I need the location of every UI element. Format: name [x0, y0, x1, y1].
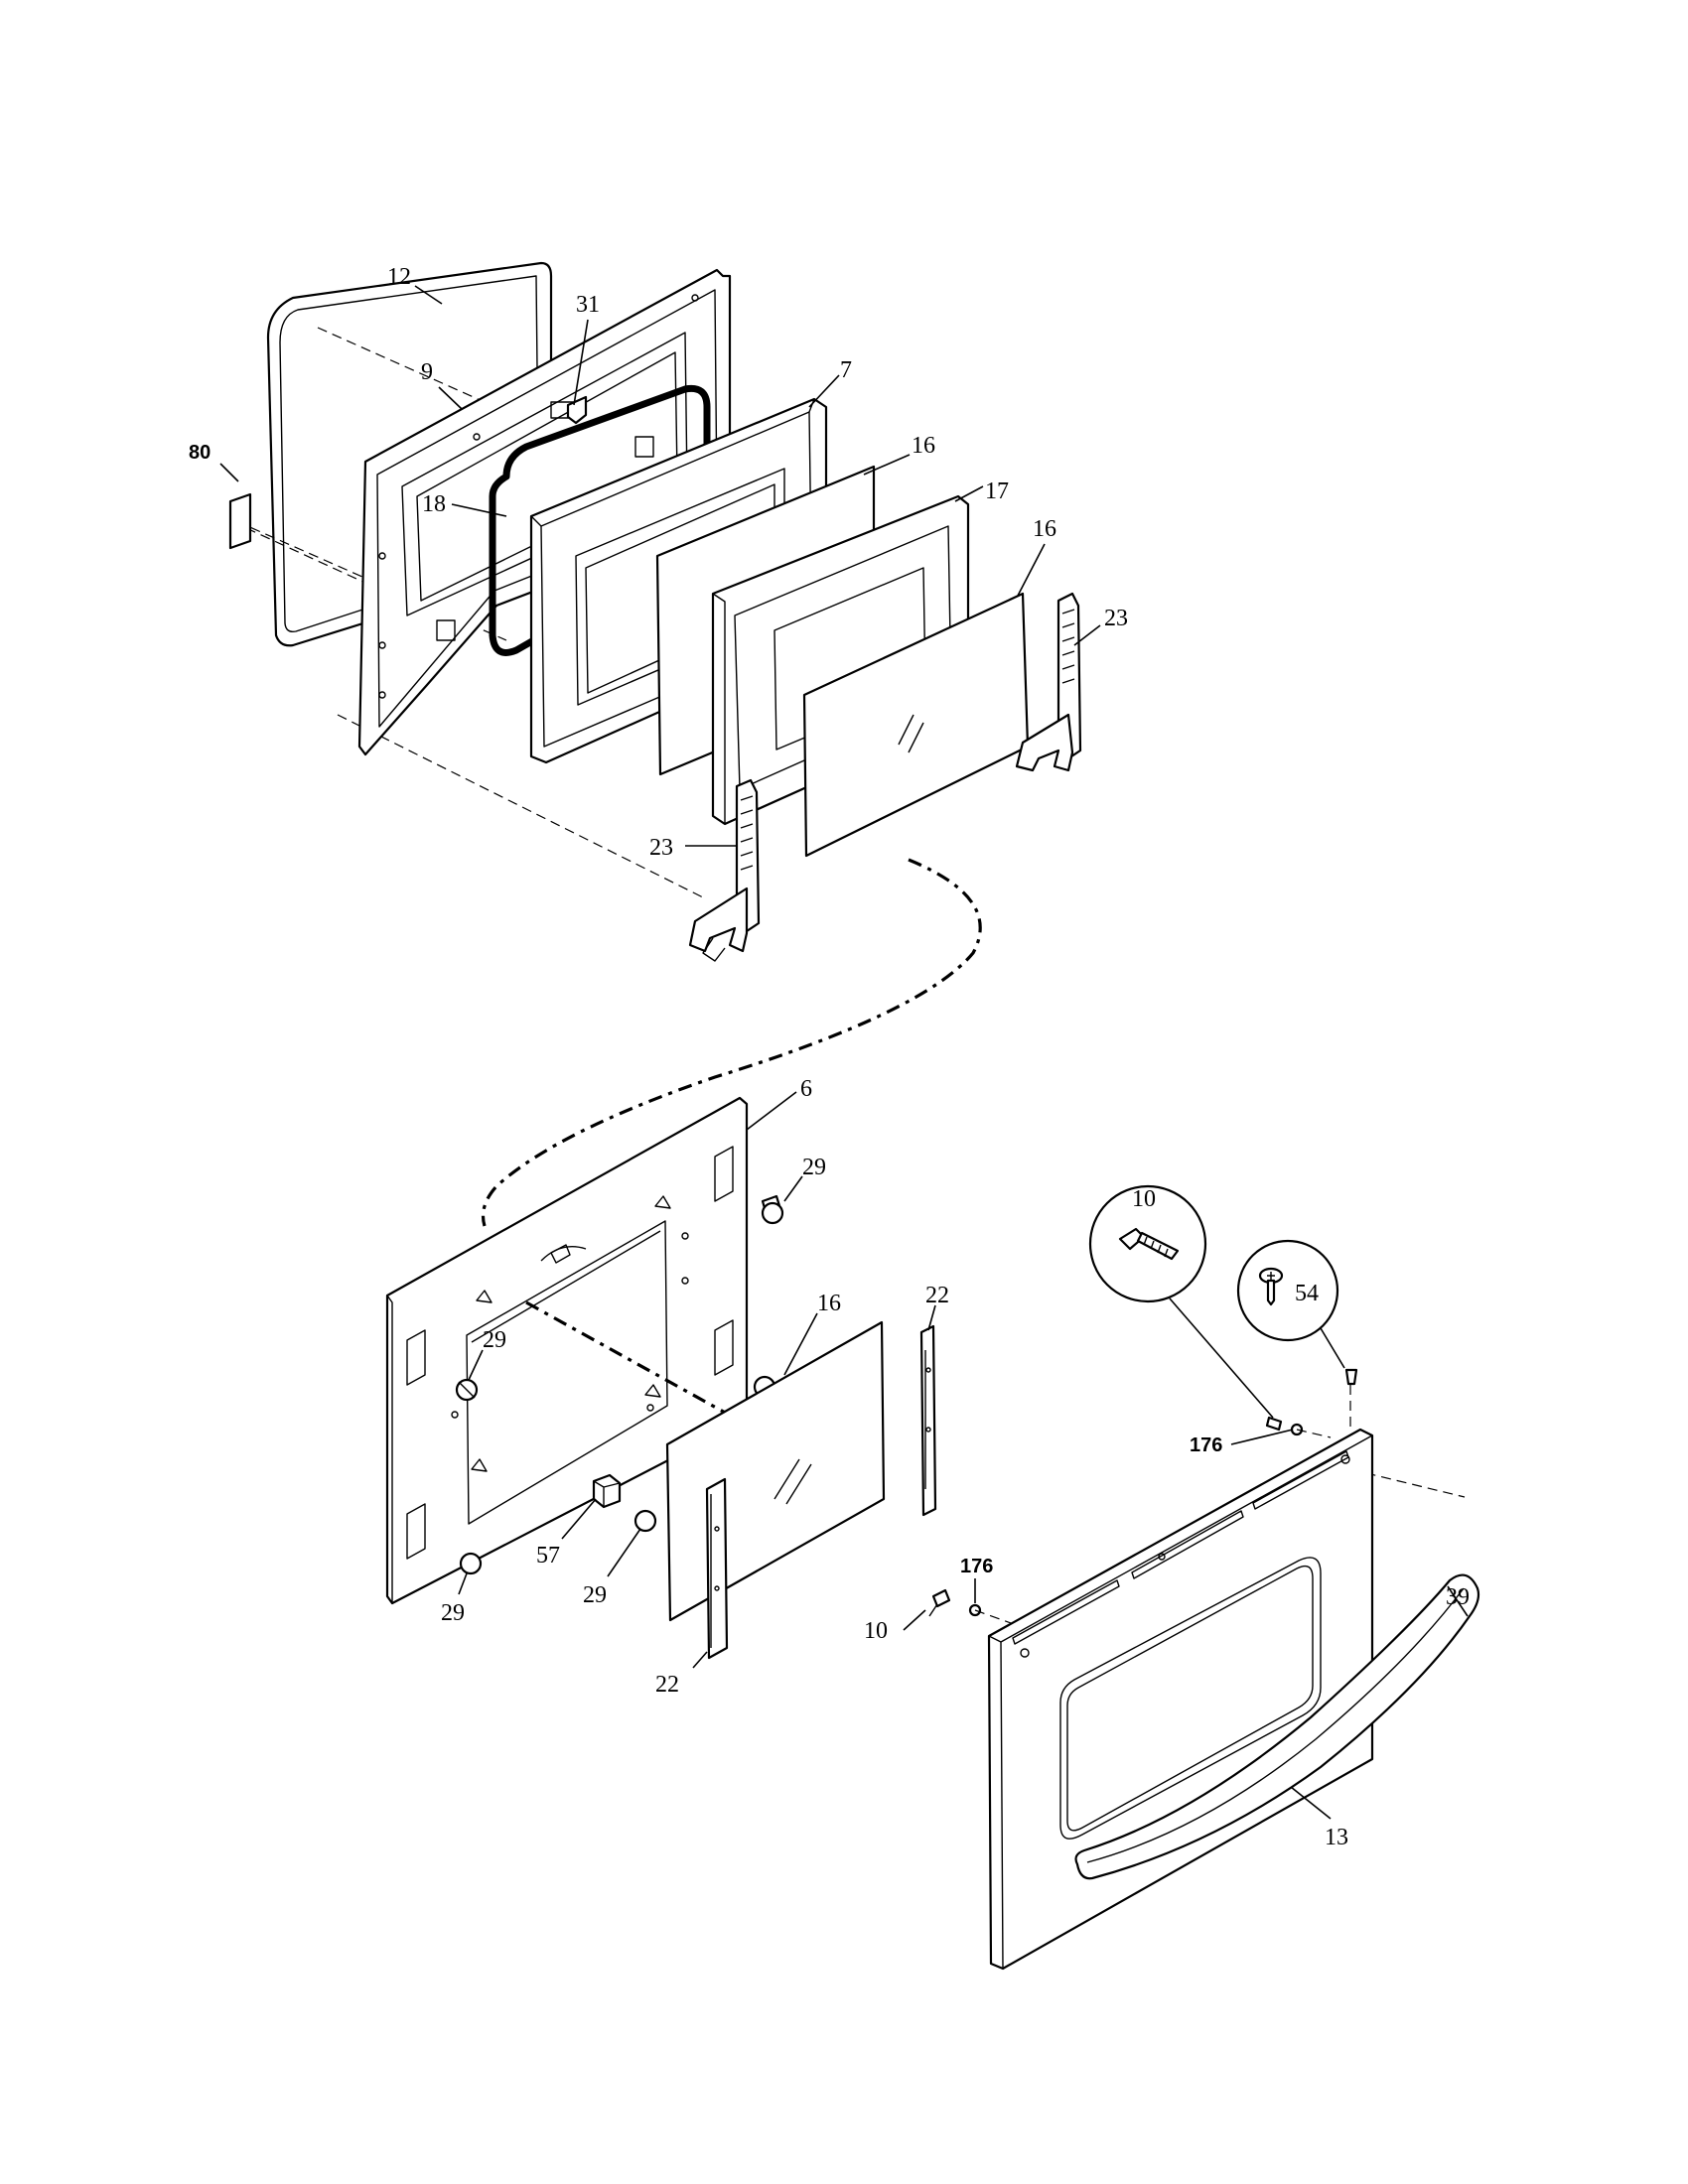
part-22-bracket-upper [919, 1324, 937, 1517]
part-29-bumper-4 [459, 1552, 483, 1575]
part-29-bumper-1 [761, 1194, 784, 1225]
part-10-screw-top [1265, 1416, 1283, 1432]
callout-29-4: 29 [583, 1582, 607, 1608]
callout-7: 7 [840, 357, 852, 383]
part-54-screw [1344, 1368, 1358, 1386]
callout-22-lower: 22 [655, 1672, 679, 1698]
callout-labels: 12 31 9 7 80 18 16 17 16 23 23 6 29 10 1… [189, 264, 1470, 1850]
callout-18: 18 [422, 491, 446, 517]
callout-9: 9 [421, 359, 433, 385]
callout-22-upper: 22 [925, 1283, 949, 1308]
callout-29-3: 29 [441, 1600, 465, 1626]
callout-176-top: 176 [1190, 1434, 1222, 1456]
part-23-hinge-right [1015, 592, 1082, 772]
part-6-door-liner [385, 1096, 749, 1605]
callout-17: 17 [985, 478, 1009, 504]
part-22-bracket-lower [705, 1477, 729, 1660]
callout-13: 13 [1325, 1825, 1348, 1850]
assembly-link-line [481, 858, 982, 1227]
part-31-clip [566, 395, 588, 425]
leader-lines [219, 285, 1469, 1820]
part-13-outer-door [987, 1428, 1374, 1971]
callout-39: 39 [1446, 1584, 1470, 1610]
callout-16-upper-2: 16 [1033, 516, 1056, 542]
callout-54: 54 [1295, 1281, 1319, 1306]
part-80-label [228, 492, 252, 550]
callout-80: 80 [189, 442, 211, 464]
callout-16-upper-1: 16 [912, 433, 935, 459]
part-29-bumper-2 [455, 1378, 479, 1402]
callout-176-bottom: 176 [960, 1556, 993, 1577]
callout-23-left: 23 [649, 835, 673, 861]
part-39-handle [1074, 1573, 1480, 1880]
callout-6: 6 [800, 1076, 812, 1102]
callout-16-lower: 16 [817, 1291, 841, 1316]
part-10-screw-bottom [928, 1588, 951, 1617]
detail-bubble-screw-10 [1088, 1184, 1274, 1419]
callout-29-1: 29 [802, 1155, 826, 1180]
callout-12: 12 [387, 264, 411, 290]
part-57-clip [592, 1473, 622, 1509]
callout-57: 57 [536, 1543, 560, 1569]
detail-bubble-screw-54 [1236, 1239, 1345, 1369]
callout-10-bubble: 10 [1132, 1186, 1156, 1212]
callout-23-right: 23 [1104, 606, 1128, 631]
part-23-hinge-left [688, 778, 761, 962]
callout-10-bottom: 10 [864, 1618, 888, 1644]
callout-31: 31 [576, 292, 600, 318]
callout-29-2: 29 [483, 1327, 506, 1353]
part-29-bumper-5 [633, 1509, 657, 1533]
